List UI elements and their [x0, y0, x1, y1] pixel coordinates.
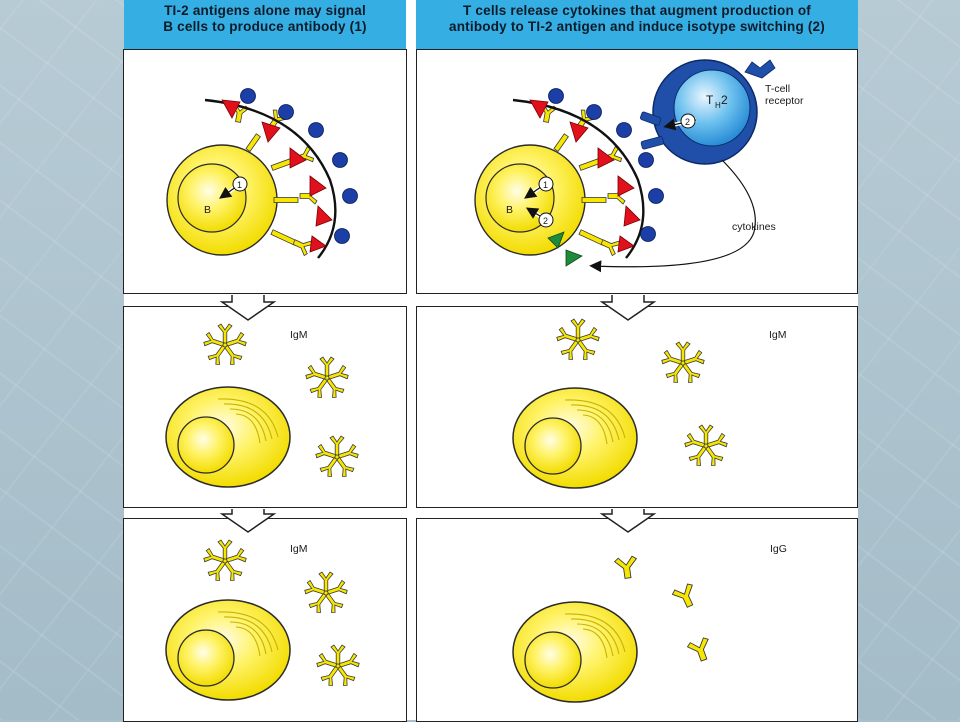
right-bottom-content: IgG	[512, 543, 787, 703]
igm-label-right-middle: IgM	[769, 329, 787, 341]
th2-label-h: H	[715, 101, 721, 110]
igg-label-right-bottom: IgG	[770, 543, 787, 555]
signal-1-label-right: 1	[543, 180, 548, 190]
background-right	[858, 0, 960, 720]
arrow-left-top	[219, 295, 277, 321]
tcell-receptor-label-line1: T-cell	[765, 83, 790, 95]
antigen-polymer-right	[512, 98, 645, 259]
signal-1-icon-right: 1	[524, 176, 554, 199]
th2-signal-label: 2	[685, 117, 690, 127]
th2-label-t: T	[706, 93, 714, 107]
left-b-cell-group: B 1	[166, 88, 358, 259]
antigen-polymer-left	[204, 98, 337, 259]
th2-label-2: 2	[721, 93, 728, 107]
arrow-right-top	[599, 295, 657, 321]
right-middle-content: IgM	[512, 318, 787, 489]
b-cell-label-left: B	[204, 204, 211, 216]
header-right-line2: antibody to TI-2 antigen and induce isot…	[449, 19, 825, 34]
antigen-balls-left	[240, 88, 358, 244]
antigen-balls-right	[548, 88, 664, 242]
background-left	[0, 0, 124, 720]
signal-1-label-left: 1	[237, 180, 242, 190]
cytokine-receptors	[547, 231, 583, 267]
transition-arrows	[219, 295, 657, 533]
arrow-right-bottom	[599, 509, 657, 533]
igm-label-left-bottom: IgM	[290, 543, 308, 555]
header-left-line2: B cells to produce antibody (1)	[163, 19, 367, 34]
panel-right-bottom	[416, 518, 858, 722]
right-b-cell-group: B 1 2	[474, 88, 664, 267]
igm-label-left-middle: IgM	[290, 329, 308, 341]
th2-cell-group: T H 2 2 T-cell receptor cytokines	[589, 59, 804, 273]
diagram-sheet: TI-2 antigens alone may signal B cells t…	[123, 0, 858, 722]
antigen-triangles-left	[221, 99, 333, 253]
header-left-line1: TI-2 antigens alone may signal	[164, 3, 366, 18]
b-cell-label-right: B	[506, 204, 513, 216]
th2-signal-icon: 2	[663, 113, 697, 131]
b-cell-left-nucleus	[177, 163, 247, 233]
cytokines-label: cytokines	[732, 221, 776, 233]
left-middle-content: IgM	[165, 323, 360, 488]
header-right: T cells release cytokines that augment p…	[416, 0, 858, 49]
left-bottom-content: IgM	[165, 539, 361, 701]
cytokine-arrow	[589, 159, 756, 273]
tcell-receptor-label-line2: receptor	[765, 95, 804, 107]
antigen-triangles-right	[529, 99, 641, 253]
header-right-line1: T cells release cytokines that augment p…	[463, 3, 811, 18]
signal-2-label-right: 2	[543, 216, 548, 226]
arrow-left-bottom	[219, 509, 277, 533]
signal-2-icon-right: 2	[525, 207, 554, 228]
signal-1-icon-left: 1	[219, 176, 248, 199]
header-left: TI-2 antigens alone may signal B cells t…	[124, 0, 406, 49]
th2-cell-nucleus	[673, 69, 751, 147]
